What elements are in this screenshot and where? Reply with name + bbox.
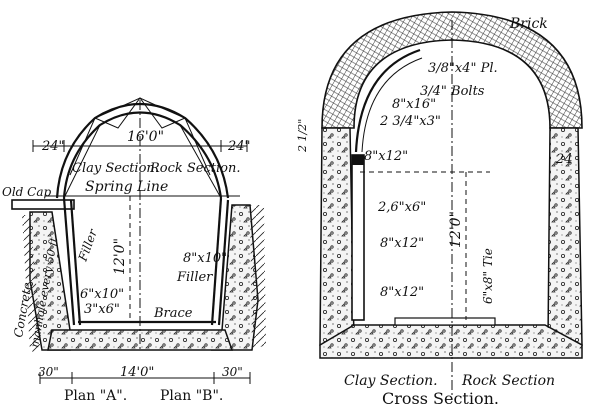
arch-rib-inner (62, 111, 223, 199)
right-dim-24: 24 (555, 152, 573, 167)
height-label-right: 12'0" (448, 211, 464, 248)
right-post-outer (217, 199, 230, 326)
lag-2-6x6-label: 2,6"x6" (377, 200, 426, 215)
post-6x10-label: 6"x10" (80, 287, 124, 302)
left-post-inner (69, 199, 82, 326)
right-earth-hatch (250, 205, 266, 350)
filler-left-label: Filler (75, 226, 100, 264)
clay-section-label-left: Clay Section. (72, 161, 159, 176)
right-section-drawing: Brick 3/8"x4" Pl. 3/4" Bolts 8"x16" 2 3/… (296, 11, 583, 408)
plan-b-caption: Plan "B". (160, 388, 223, 404)
left-section-drawing: 24" 16'0" 24" Old Cap Clay Section. Rock… (2, 97, 266, 404)
old-cap-timber (11, 199, 75, 210)
rock-section-label-left: Rock Section. (149, 161, 241, 176)
tie-label: 6"x8" Tie (481, 248, 495, 304)
post-8x12 (351, 154, 365, 321)
right-left-wall (319, 127, 355, 346)
right-floor (319, 324, 583, 359)
rib-2x3-label: 2 3/4"x3" (379, 114, 441, 129)
post-cap (352, 155, 364, 165)
dim-30-right: 30" (222, 365, 243, 379)
dim-24-left: 24" (41, 139, 65, 154)
left-earth-hatch (22, 215, 42, 352)
dim-2-half: 2 1/2" (296, 119, 309, 153)
dim-24-right: 24" (227, 139, 251, 154)
post-3x6-label: 3"x6" (84, 302, 120, 317)
dim-14: 14'0" (120, 365, 154, 380)
arch-bracing-3 (63, 124, 222, 199)
brick-arch (321, 11, 583, 129)
arch-bracing-2 (94, 97, 186, 129)
post-8x12-bot-label: 8"x12" (380, 285, 424, 300)
brace-label: Brace (153, 306, 193, 321)
tie-timber (394, 317, 496, 326)
post-8x12-mid-label: 8"x12" (380, 236, 424, 251)
steel-rib-inner (361, 57, 423, 153)
brick-label: Brick (509, 16, 548, 32)
plate-label: 3/8"x4" Pl. (428, 61, 498, 76)
rock-section-label-right: Rock Section (461, 373, 555, 389)
height-label-left: 12'0" (112, 238, 128, 275)
left-post (62, 197, 76, 326)
right-post (210, 197, 223, 326)
clay-section-label-right: Clay Section. (344, 373, 438, 389)
old-cap-label: Old Cap (2, 185, 52, 199)
post-8x12-top-label: 8"x12" (364, 149, 408, 164)
dim-30-left: 30" (38, 365, 59, 379)
plan-a-caption: Plan "A". (64, 388, 127, 404)
cross-section-title: Cross Section. (382, 389, 499, 408)
dim-16: 16'0" (127, 129, 164, 145)
bolts-label: 3/4" Bolts (420, 84, 485, 99)
filler-right-label: Filler (176, 270, 213, 285)
steel-rib (354, 48, 421, 153)
rib-8x16-label: 8"x16" (392, 97, 436, 112)
spring-line-label: Spring Line (85, 179, 168, 195)
post-8x10-label: 8"x10" (183, 251, 227, 266)
